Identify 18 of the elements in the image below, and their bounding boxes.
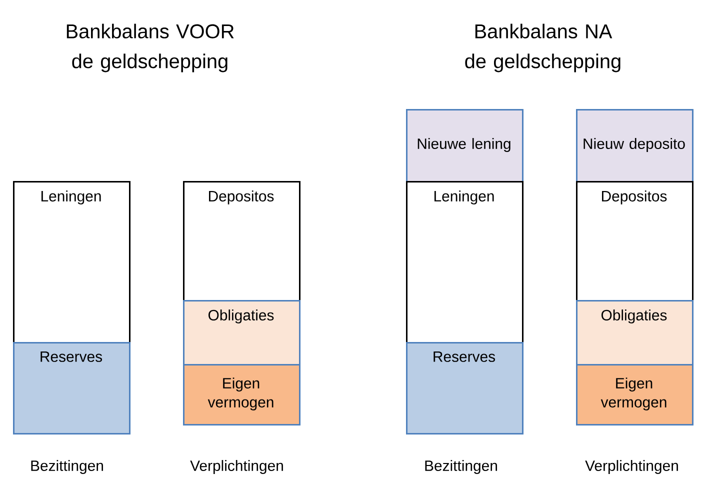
balance-box: Eigen vermogen xyxy=(576,364,694,426)
column-label: Verplichtingen xyxy=(190,460,283,474)
balance-box: Depositos xyxy=(576,181,694,302)
balance-box: Nieuwe lening xyxy=(406,109,524,182)
balance-box: Eigen vermogen xyxy=(183,364,300,426)
balance-box: Nieuw deposito xyxy=(576,109,694,182)
balance-box: Leningen xyxy=(406,181,524,344)
balance-box: Leningen xyxy=(13,181,130,344)
column-label: Bezittingen xyxy=(425,460,497,474)
column-label: Bezittingen xyxy=(31,460,103,474)
column-label: Verplichtingen xyxy=(585,460,678,474)
balance-box: Depositos xyxy=(183,181,300,302)
title-text: Bankbalans NA de geldschepping xyxy=(465,24,620,72)
balance-box: Obligaties xyxy=(576,300,694,366)
title-text: Bankbalans VOOR de geldschepping xyxy=(66,24,234,72)
balance-box: Reserves xyxy=(13,342,130,434)
balance-box: Reserves xyxy=(406,342,524,434)
balance-box: Obligaties xyxy=(183,300,300,366)
